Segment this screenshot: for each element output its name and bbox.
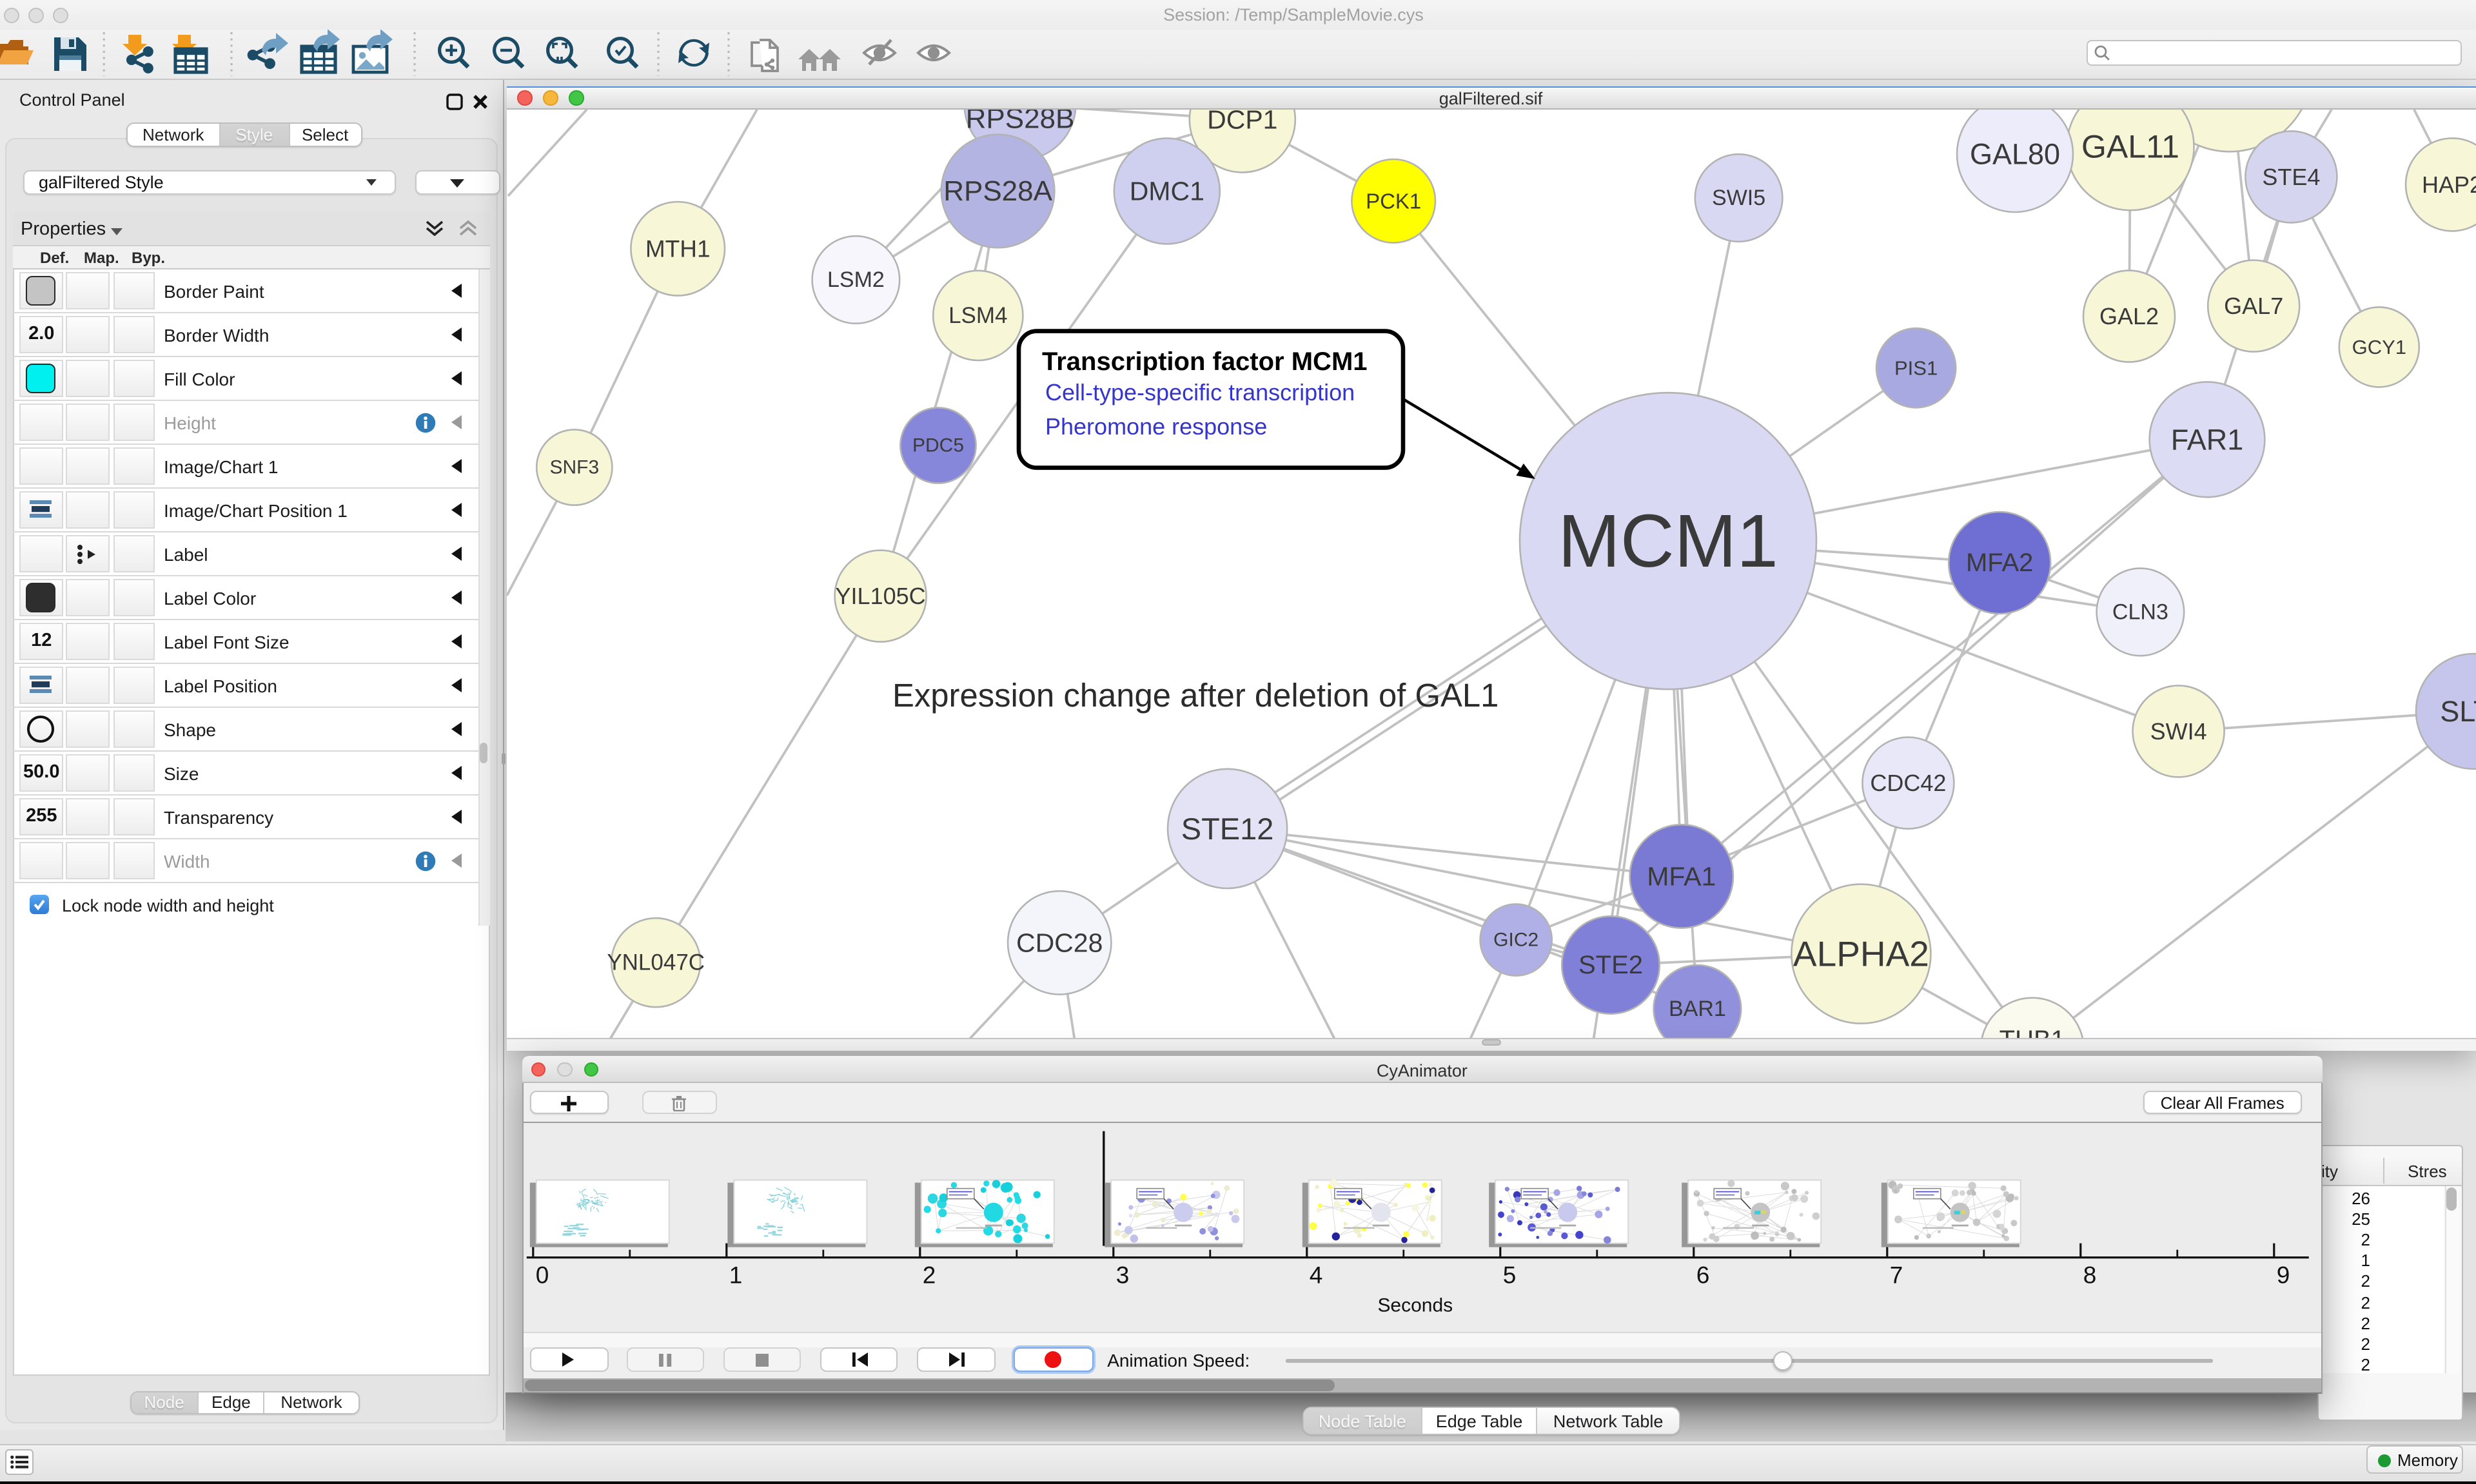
svg-text:CDC28: CDC28 <box>1016 928 1103 957</box>
svg-text:Cell-type-specific transcripti: Cell-type-specific transcription <box>1045 379 1355 405</box>
svg-text:SNF3: SNF3 <box>549 457 599 478</box>
svg-text:DMC1: DMC1 <box>1130 176 1204 206</box>
svg-text:BAR1: BAR1 <box>1669 997 1726 1021</box>
svg-text:PIS1: PIS1 <box>1894 356 1938 379</box>
svg-text:GCY1: GCY1 <box>2352 336 2406 358</box>
svg-text:CLN3: CLN3 <box>2112 600 2168 624</box>
svg-text:SWI5: SWI5 <box>1712 186 1765 210</box>
svg-text:FAR1: FAR1 <box>2171 423 2244 456</box>
svg-text:CDC42: CDC42 <box>1870 770 1946 796</box>
svg-text:9: 9 <box>2276 1262 2290 1288</box>
svg-text:GAL2: GAL2 <box>2099 303 2159 329</box>
svg-text:TUB1: TUB1 <box>1999 1026 2065 1037</box>
svg-text:STE2: STE2 <box>1578 951 1643 979</box>
svg-text:RPS28A: RPS28A <box>943 175 1052 207</box>
svg-text:YNL047C: YNL047C <box>607 950 705 975</box>
svg-text:MFA2: MFA2 <box>1966 549 2033 577</box>
svg-text:Transcription factor MCM1: Transcription factor MCM1 <box>1042 347 1368 376</box>
svg-text:PCK1: PCK1 <box>1366 189 1421 213</box>
svg-text:STE4: STE4 <box>2262 164 2320 190</box>
svg-text:6: 6 <box>1696 1262 1709 1288</box>
svg-text:2: 2 <box>922 1262 936 1288</box>
svg-text:SLT2: SLT2 <box>2440 695 2476 728</box>
svg-text:3: 3 <box>1115 1262 1129 1288</box>
svg-text:STE12: STE12 <box>1181 812 1274 846</box>
svg-text:RPS28B: RPS28B <box>966 110 1075 135</box>
svg-text:Pheromone response: Pheromone response <box>1045 413 1267 440</box>
svg-text:GAL11: GAL11 <box>2081 129 2179 165</box>
svg-text:1: 1 <box>729 1262 742 1288</box>
svg-text:Seconds: Seconds <box>1377 1294 1453 1316</box>
svg-text:GIC2: GIC2 <box>1493 930 1538 951</box>
svg-text:0: 0 <box>535 1262 549 1288</box>
svg-text:ALPHA2: ALPHA2 <box>1793 934 1929 974</box>
svg-text:4: 4 <box>1309 1262 1322 1288</box>
svg-text:PDC5: PDC5 <box>912 435 964 456</box>
svg-text:LSM4: LSM4 <box>948 303 1007 328</box>
svg-text:DCP1: DCP1 <box>1207 110 1277 134</box>
svg-text:8: 8 <box>2083 1262 2096 1288</box>
svg-text:HAP2: HAP2 <box>2422 171 2476 198</box>
svg-text:GAL7: GAL7 <box>2224 293 2283 319</box>
svg-text:Expression change after deleti: Expression change after deletion of GAL1 <box>892 677 1498 714</box>
svg-text:MTH1: MTH1 <box>645 235 711 262</box>
svg-text:7: 7 <box>1889 1262 1903 1288</box>
svg-text:YIL105C: YIL105C <box>836 583 926 609</box>
svg-text:GAL80: GAL80 <box>1970 138 2060 171</box>
svg-text:LSM2: LSM2 <box>827 268 885 292</box>
svg-text:5: 5 <box>1502 1262 1516 1288</box>
svg-text:SWI4: SWI4 <box>2150 718 2207 745</box>
svg-text:MCM1: MCM1 <box>1558 499 1778 583</box>
svg-text:MFA1: MFA1 <box>1647 861 1716 891</box>
